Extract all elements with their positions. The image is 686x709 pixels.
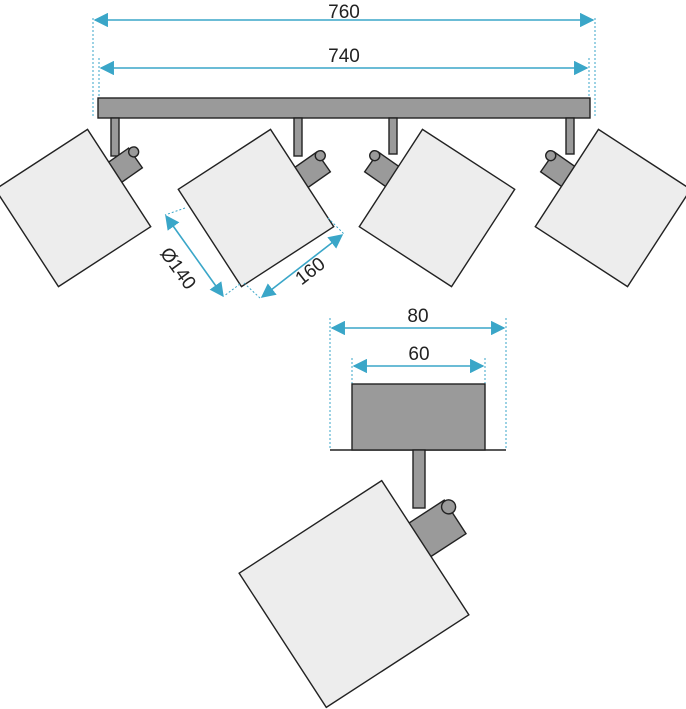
shade bbox=[358, 128, 516, 288]
label-shade-length: 160 bbox=[292, 254, 330, 290]
dimension-base-width: 80 bbox=[329, 306, 507, 450]
spotlight-side-view bbox=[238, 449, 470, 709]
shade bbox=[0, 128, 152, 288]
label-base-inner-width: 60 bbox=[408, 344, 429, 365]
ceiling-base bbox=[351, 383, 486, 451]
dimension-overall-length: 760 bbox=[92, 2, 596, 118]
shade bbox=[534, 128, 686, 288]
dimension-bar-length: 740 bbox=[98, 46, 590, 98]
spotlight-1 bbox=[0, 117, 152, 288]
shade bbox=[238, 479, 470, 709]
label-shade-diameter: Ø140 bbox=[155, 244, 199, 294]
mounting-bar bbox=[97, 97, 591, 119]
label-bar-length: 740 bbox=[328, 46, 360, 67]
spotlight-4 bbox=[534, 117, 686, 288]
spotlight-3 bbox=[358, 117, 516, 288]
dimension-base-inner-width: 60 bbox=[351, 344, 486, 384]
label-overall-length: 760 bbox=[328, 2, 360, 23]
label-base-width: 80 bbox=[407, 306, 428, 327]
